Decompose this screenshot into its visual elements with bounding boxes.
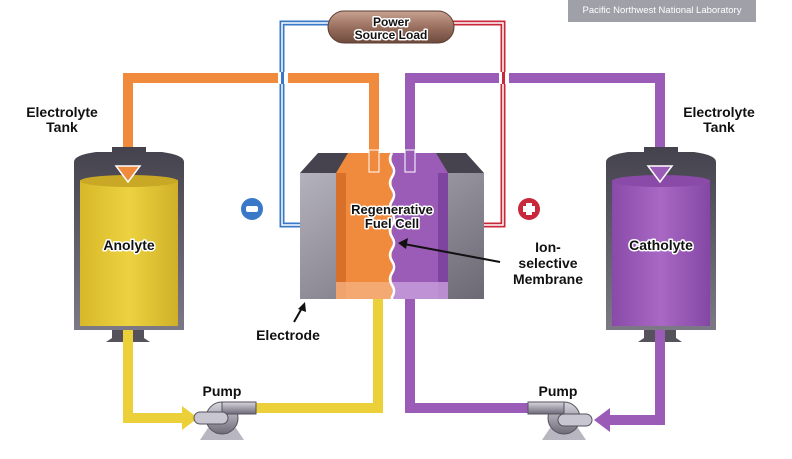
power-label-line1: Power	[373, 15, 409, 29]
credit-banner: Pacific Northwest National Laboratory	[568, 0, 756, 22]
cell-label-line1: Regenerative	[351, 202, 433, 217]
membrane	[388, 152, 396, 299]
negative-wire	[279, 20, 330, 228]
membrane-pointer: Ion- selective Membrane	[398, 238, 583, 287]
electrode-pointer: Electrode	[256, 302, 320, 343]
membrane-label-line3: Membrane	[513, 271, 583, 287]
power-label-line2: Source Load	[355, 28, 428, 42]
membrane-label-line2: selective	[518, 255, 577, 271]
anolyte-tank: Anolyte	[74, 147, 184, 342]
catholyte-label: Catholyte	[629, 237, 693, 253]
plus-icon	[518, 198, 540, 220]
minus-icon	[241, 198, 263, 220]
right-pump-icon: Pump	[527, 383, 593, 440]
left-pump-icon: Pump	[193, 383, 257, 440]
left-tank-title-line2: Tank	[46, 119, 78, 135]
cell-label-line2: Fuel Cell	[365, 216, 419, 231]
membrane-label-line1: Ion-	[535, 239, 561, 255]
right-tank-title-line1: Electrolyte	[683, 104, 755, 120]
right-tank-title-line2: Tank	[703, 119, 735, 135]
anolyte-label: Anolyte	[103, 237, 155, 253]
left-tank-title-line1: Electrolyte	[26, 104, 98, 120]
power-source-load: Power Source Load	[327, 10, 455, 44]
catholyte-tank: Catholyte	[606, 147, 716, 342]
electrode-label: Electrode	[256, 327, 320, 343]
left-pump-label: Pump	[203, 383, 242, 399]
positive-wire	[450, 20, 506, 228]
regenerative-fuel-cell: Regenerative Fuel Cell	[300, 149, 484, 299]
right-pump-label: Pump	[539, 383, 578, 399]
